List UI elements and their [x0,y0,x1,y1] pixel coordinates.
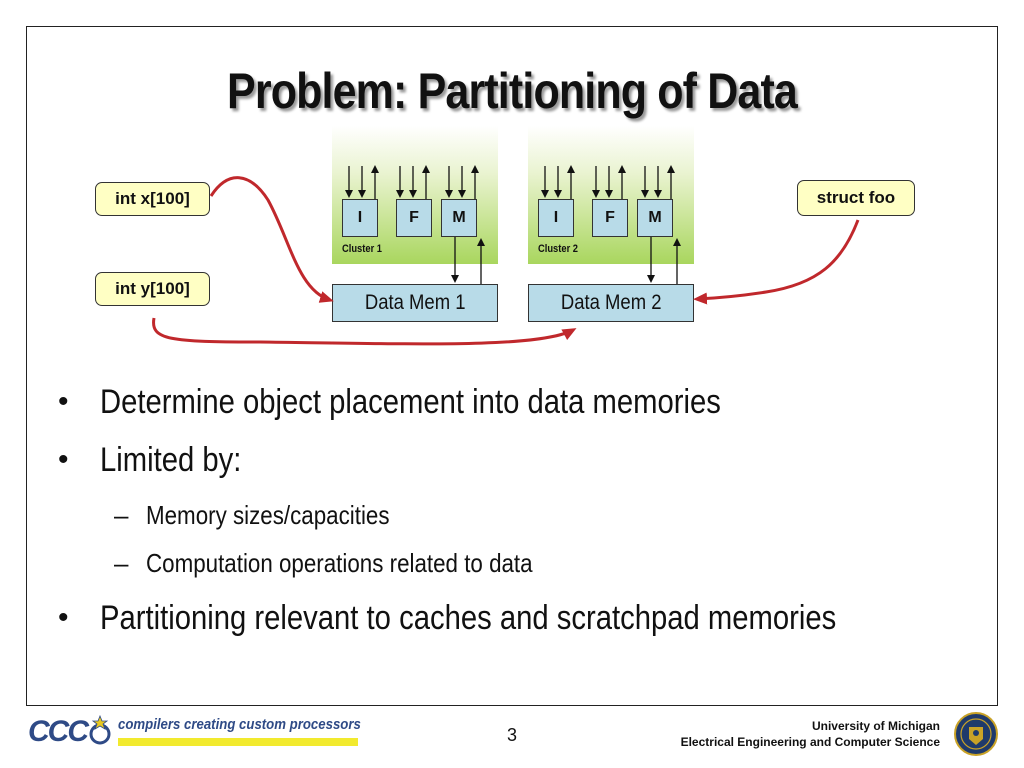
arrow-int-x-to-mem-1 [209,176,334,303]
sub-bullet-dash: – [114,500,129,530]
ccc-logo-text: CCC [28,715,89,748]
bullet-item: • Partitioning relevant to caches and sc… [58,596,978,654]
arrow-struct-foo-to-mem-2 [693,219,860,305]
university-seal-icon [954,712,998,756]
sub-bullet-item: – Computation operations related to data [58,544,978,592]
bullet-item: • Determine object placement into data m… [58,380,978,438]
cluster-2-unit-f: F [592,199,628,237]
bullet-text: Determine object placement into data mem… [100,383,721,421]
data-mem-1-label: Data Mem 1 [364,291,466,314]
bullet-item: • Limited by: [58,438,978,496]
cluster-1-unit-i: I [342,199,378,237]
slide-frame [26,26,998,706]
data-mem-1: Data Mem 1 [332,284,498,322]
cluster-2-port-arrows [541,165,681,284]
ccc-logo-mark-icon [89,714,111,745]
bullet-list: • Determine object placement into data m… [58,380,978,654]
cluster-2-label: Cluster 2 [538,243,579,255]
cluster-1-label: Cluster 1 [342,243,383,255]
bullet-dot: • [58,385,69,418]
cluster-2-unit-m: M [637,199,673,237]
sub-bullet-item: – Memory sizes/capacities [58,496,978,544]
data-mem-2-label: Data Mem 2 [560,291,662,314]
ccc-tagline: compilers creating custom processors [118,716,361,733]
bullet-dot: • [58,601,69,634]
ccc-logo: CCC [28,715,89,749]
page-number: 3 [506,725,517,745]
bullet-dot: • [58,443,69,476]
slide-title: Problem: Partitioning of Data [227,63,798,119]
cluster-2-unit-i: I [538,199,574,237]
arrow-int-y-to-mem-2 [152,317,577,346]
data-object-struct-foo: struct foo [797,180,915,216]
bullet-text: Partitioning relevant to caches and scra… [100,599,837,637]
data-mem-2: Data Mem 2 [528,284,694,322]
department-name: Electrical Engineering and Computer Scie… [680,735,940,749]
ccc-tagline-underline [118,738,358,746]
sub-bullet-dash: – [114,548,129,578]
data-object-int-x: int x[100] [95,182,210,216]
sub-bullet-text: Computation operations related to data [146,548,533,578]
sub-bullet-text: Memory sizes/capacities [146,500,390,530]
cluster-1-unit-m: M [441,199,477,237]
cluster-1-port-arrows [345,165,485,284]
cluster-1-unit-f: F [396,199,432,237]
university-name: University of Michigan [811,719,940,733]
data-object-int-y: int y[100] [95,272,210,306]
bullet-text: Limited by: [100,441,242,479]
university-credit: University of Michigan Electrical Engine… [681,718,940,750]
